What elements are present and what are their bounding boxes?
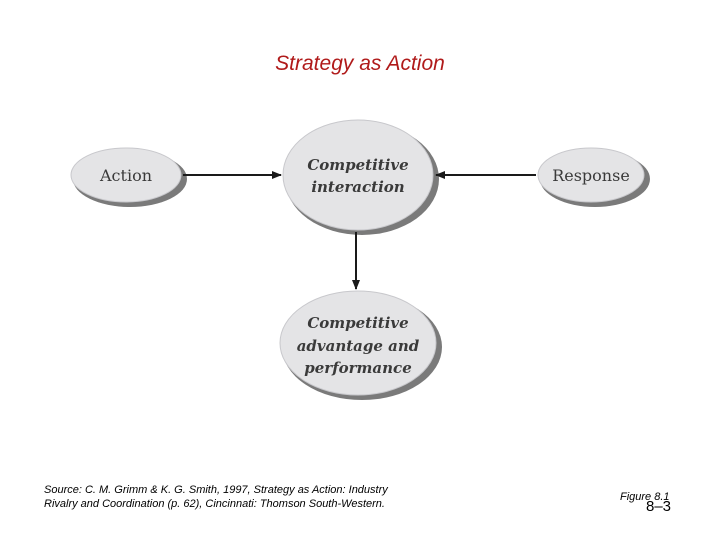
advantage-label-line3: performance bbox=[304, 359, 411, 377]
action-node-label: Action bbox=[99, 166, 152, 185]
action-node: Action bbox=[70, 147, 187, 207]
advantage-label-line1: Competitive bbox=[307, 314, 408, 332]
competitive-advantage-node: Competitive advantage and performance bbox=[279, 290, 442, 400]
response-node: Response bbox=[537, 147, 650, 207]
interaction-label-line2: interaction bbox=[311, 178, 404, 196]
source-line-1: Source: C. M. Grimm & K. G. Smith, 1997,… bbox=[44, 484, 388, 496]
source-citation: Source: C. M. Grimm & K. G. Smith, 1997,… bbox=[44, 483, 464, 511]
advantage-label-line2: advantage and bbox=[297, 337, 420, 355]
source-line-2: Rivalry and Coordination (p. 62), Cincin… bbox=[44, 498, 385, 510]
slide-title: Strategy as Action bbox=[275, 52, 445, 75]
page-number: 8–3 bbox=[646, 498, 672, 515]
figure-label: Figure 8.1 bbox=[620, 491, 670, 503]
competitive-interaction-node: Competitive interaction bbox=[282, 119, 439, 235]
interaction-label-line1: Competitive bbox=[307, 156, 408, 174]
response-node-label: Response bbox=[552, 166, 630, 185]
